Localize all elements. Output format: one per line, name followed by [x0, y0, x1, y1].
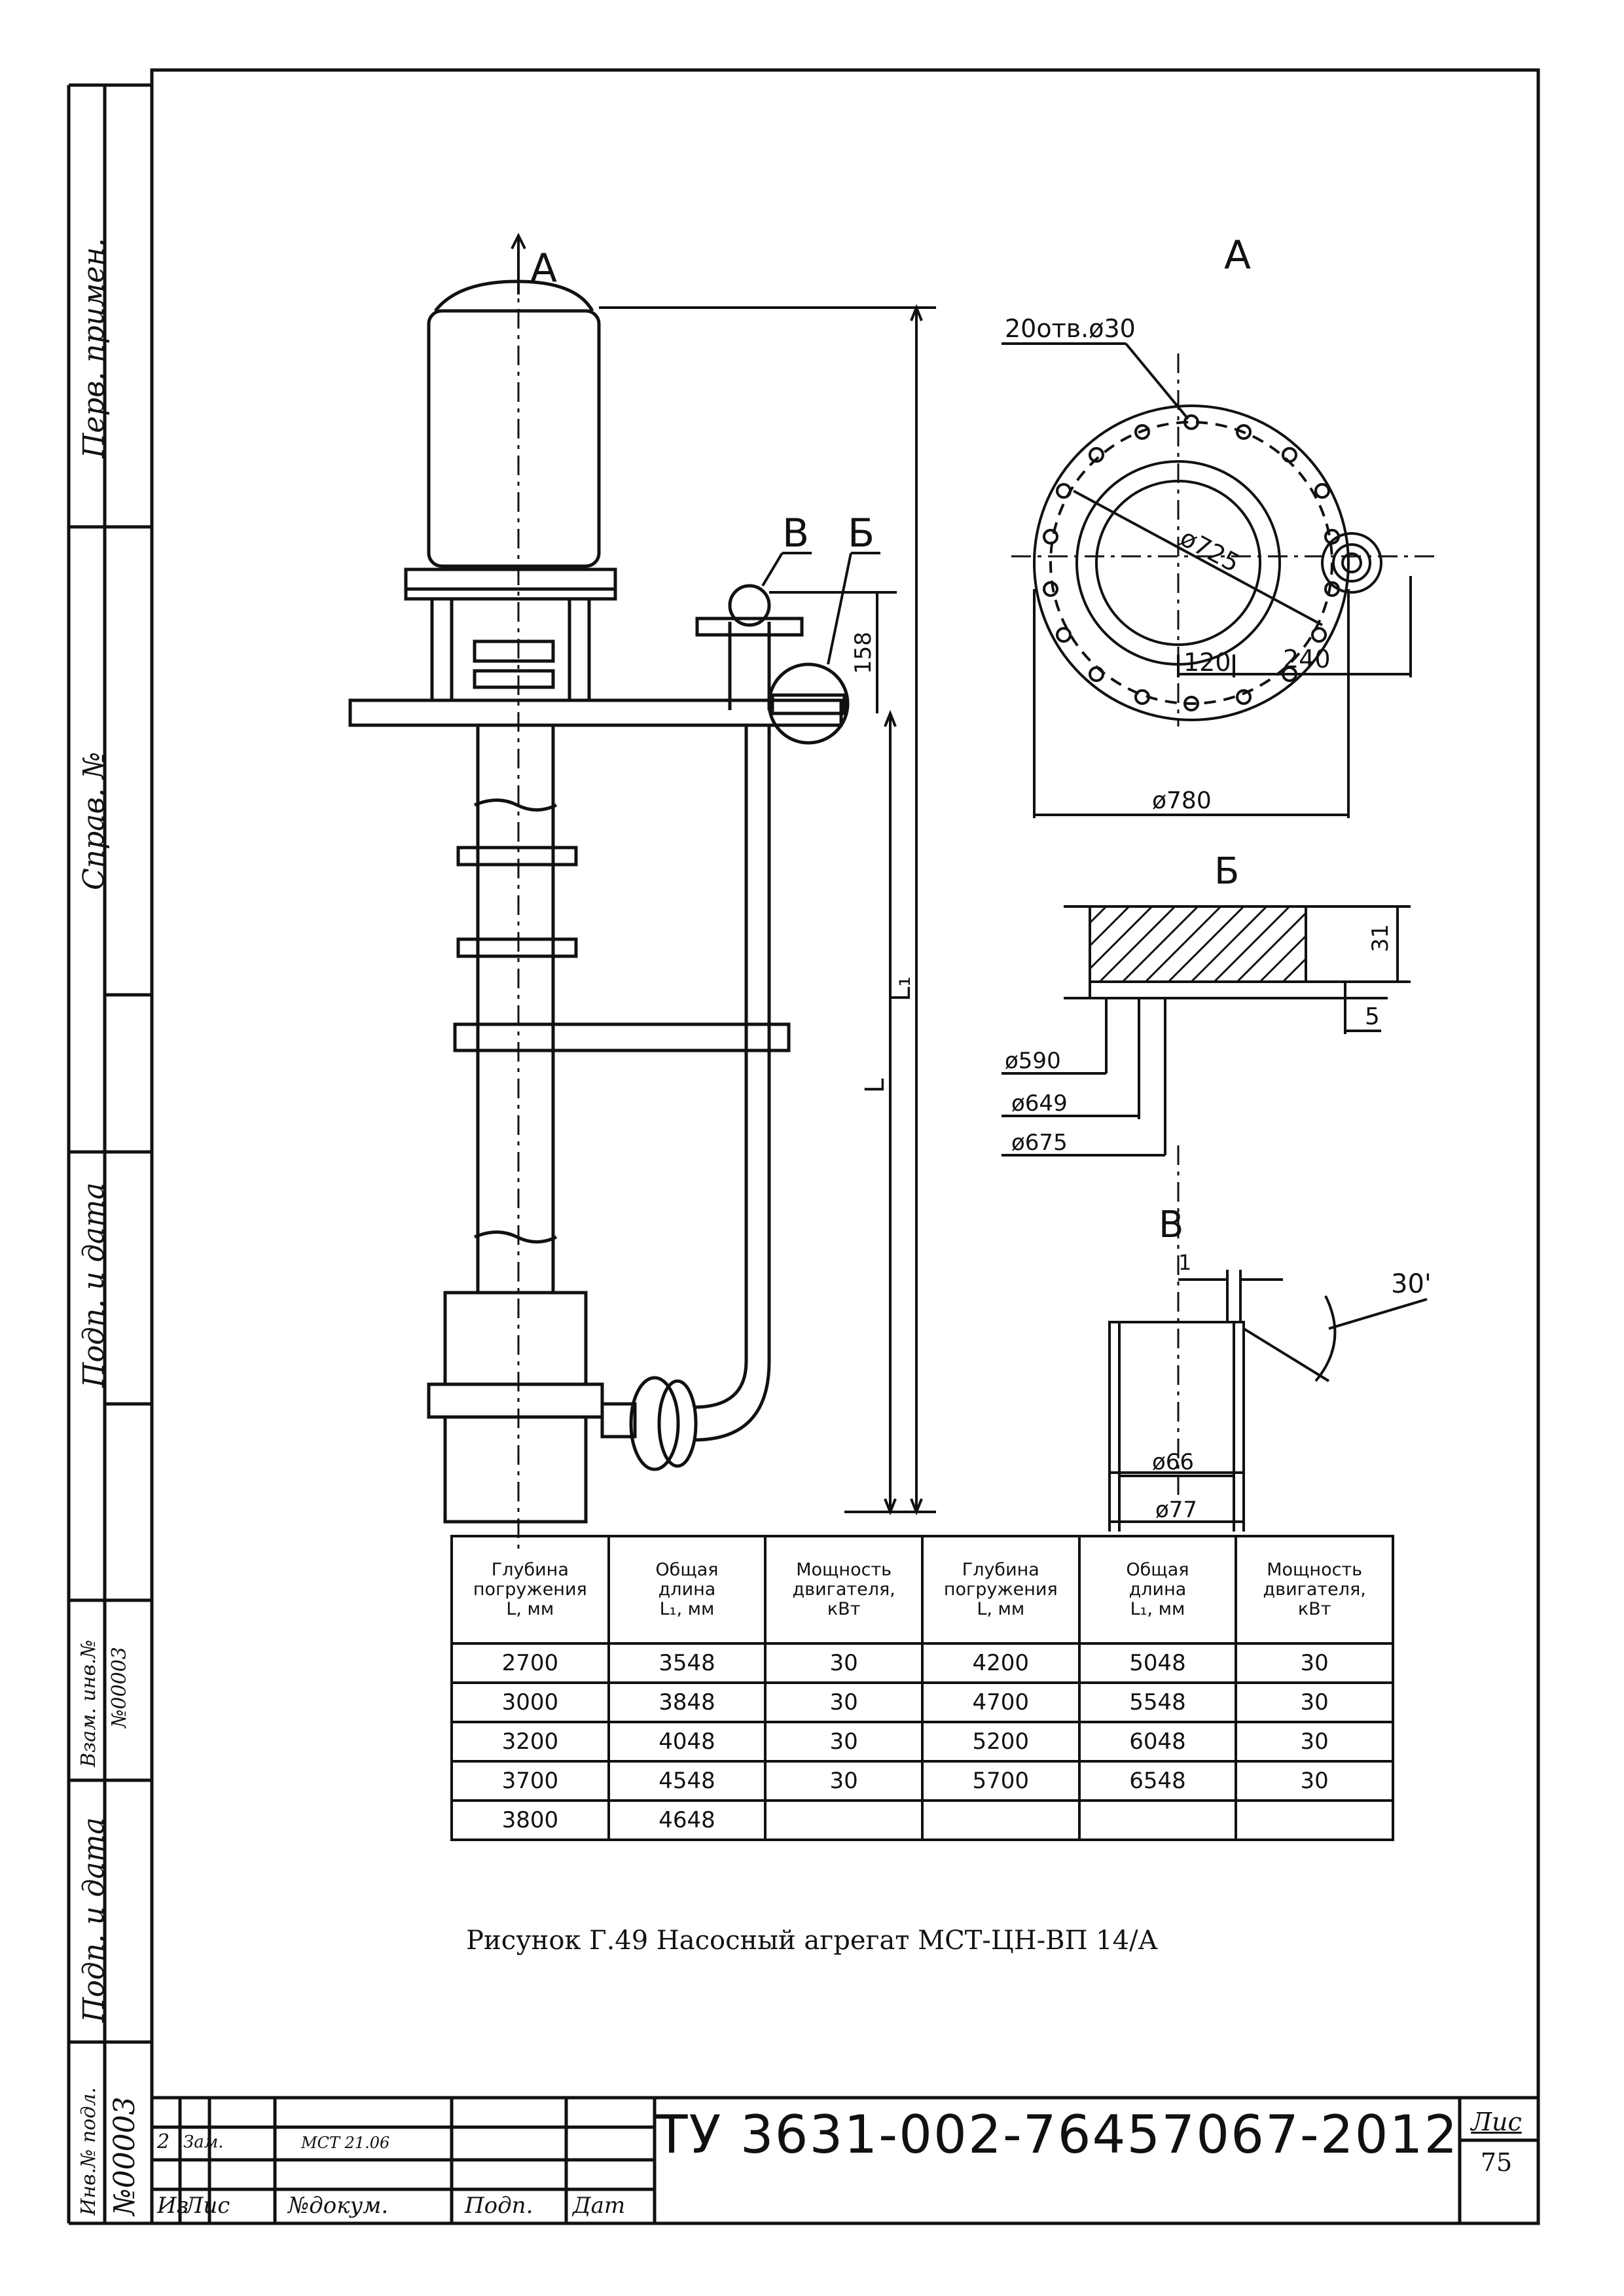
dia-77: ø77: [1155, 1497, 1197, 1523]
view-a-marker: А: [530, 245, 557, 291]
table-cell: 4648: [607, 1799, 767, 1841]
table-row: 3700 4548 30 5700 6548 30: [450, 1760, 1394, 1802]
bolt-holes: [1043, 414, 1340, 711]
table-cell: 30: [1235, 1760, 1394, 1802]
dim-5: 5: [1365, 1003, 1380, 1030]
table-cell: 30: [1235, 1681, 1394, 1723]
pump-housing: [443, 1291, 588, 1386]
dia-675: ø675: [1011, 1130, 1068, 1156]
col-podp: Подп.: [465, 2193, 533, 2219]
rev-no: 2: [157, 2130, 170, 2153]
table-cell: 3848: [607, 1681, 767, 1723]
sheet-label: Лис: [1471, 2108, 1522, 2136]
dim-l: L: [860, 1078, 890, 1093]
detail-v-pipe: [1108, 1321, 1245, 1474]
callout-v: В: [782, 511, 809, 556]
detail-b-title: Б: [1214, 850, 1239, 893]
dia-649: ø649: [1011, 1090, 1068, 1117]
table-cell: 4548: [607, 1760, 767, 1802]
sheet-number: 75: [1480, 2148, 1513, 2177]
table-cell: 3000: [450, 1681, 610, 1723]
dia-780: ø780: [1152, 787, 1212, 814]
dim-240: 240: [1283, 645, 1331, 673]
table-cell: 5700: [920, 1760, 1081, 1802]
table-cell: 3548: [607, 1642, 767, 1684]
holes-label: 20отв.ø30: [1005, 314, 1136, 343]
col-dokum: №докум.: [288, 2193, 389, 2219]
drawing-frame: [150, 68, 1540, 2225]
dim-31: 31: [1367, 924, 1394, 952]
table-row: 2700 3548 30 4200 5048 30: [450, 1642, 1394, 1684]
table-cell: 4700: [920, 1681, 1081, 1723]
dia-66: ø66: [1152, 1449, 1194, 1475]
table-cell: [1235, 1799, 1394, 1841]
table-cell: 2700: [450, 1642, 610, 1684]
table-cell: 30: [1235, 1721, 1394, 1763]
table-cell: 30: [764, 1721, 924, 1763]
table-cell: 3800: [450, 1799, 610, 1841]
stamp-podp-data-2: Подп. и дата: [77, 1817, 111, 2022]
table-cell: [920, 1799, 1081, 1841]
col-lis: Лис: [185, 2193, 230, 2219]
table-cell: 5200: [920, 1721, 1081, 1763]
table-cell: 4048: [607, 1721, 767, 1763]
stamp-inv-podl: Инв.№ подл.: [77, 2087, 100, 2215]
dia-725: ø725: [1176, 523, 1244, 578]
dim-l1: L₁: [886, 977, 916, 1001]
brace-bar: [453, 1022, 791, 1052]
table-cell: [1077, 1799, 1238, 1841]
table-cell: 4200: [920, 1642, 1081, 1684]
flange-outer: [1033, 404, 1350, 721]
motor-flange: [404, 567, 617, 591]
table-cell: 30: [764, 1642, 924, 1684]
table-cell: 6548: [1077, 1760, 1238, 1802]
table-cell: 3700: [450, 1760, 610, 1802]
table-cell: 30: [764, 1760, 924, 1802]
table-row: 3200 4048 30 5200 6048 30: [450, 1721, 1394, 1763]
rev-doc: МСТ 21.06: [301, 2134, 390, 2152]
col-iz: Из: [157, 2193, 189, 2219]
detail-v-title: В: [1159, 1204, 1183, 1246]
angle-30: 30': [1391, 1269, 1432, 1299]
view-a-title: А: [1224, 232, 1251, 278]
col-dat: Дат: [573, 2193, 626, 2219]
stamp-vzam-inv: Взам. инв.№: [77, 1640, 100, 1767]
table-cell: 6048: [1077, 1721, 1238, 1763]
stamp-perv-primen: Перв. примен.: [77, 238, 111, 459]
table-row: 3000 3848 30 4700 5548 30: [450, 1681, 1394, 1723]
stamp-podp-data-1: Подп. и дата: [77, 1182, 111, 1388]
rev-zam: Зам.: [183, 2132, 224, 2152]
document-number: ТУ 3631-002-76457067-2012: [655, 2104, 1459, 2165]
stamp-inv-podl-value: №00003: [108, 2096, 141, 2215]
callout-b: Б: [848, 511, 875, 556]
table-cell: 5548: [1077, 1681, 1238, 1723]
stamp-sprav-no: Справ. №: [77, 751, 111, 890]
table-cell: 30: [1235, 1642, 1394, 1684]
stamp-vzam-inv-value: №00003: [108, 1647, 131, 1728]
table-row: 3800 4648: [450, 1799, 1394, 1841]
table-cell: [764, 1799, 924, 1841]
table-cell: 30: [764, 1681, 924, 1723]
table-cell: 3200: [450, 1721, 610, 1763]
dim-158: 158: [850, 632, 876, 674]
dim-1: 1: [1178, 1250, 1191, 1275]
dia-590: ø590: [1005, 1048, 1061, 1074]
table-cell: 5048: [1077, 1642, 1238, 1684]
motor-body: [427, 309, 601, 568]
figure-caption: Рисунок Г.49 Насосный агрегат МСТ-ЦН-ВП …: [466, 1926, 1158, 1956]
dim-120: 120: [1183, 648, 1231, 677]
